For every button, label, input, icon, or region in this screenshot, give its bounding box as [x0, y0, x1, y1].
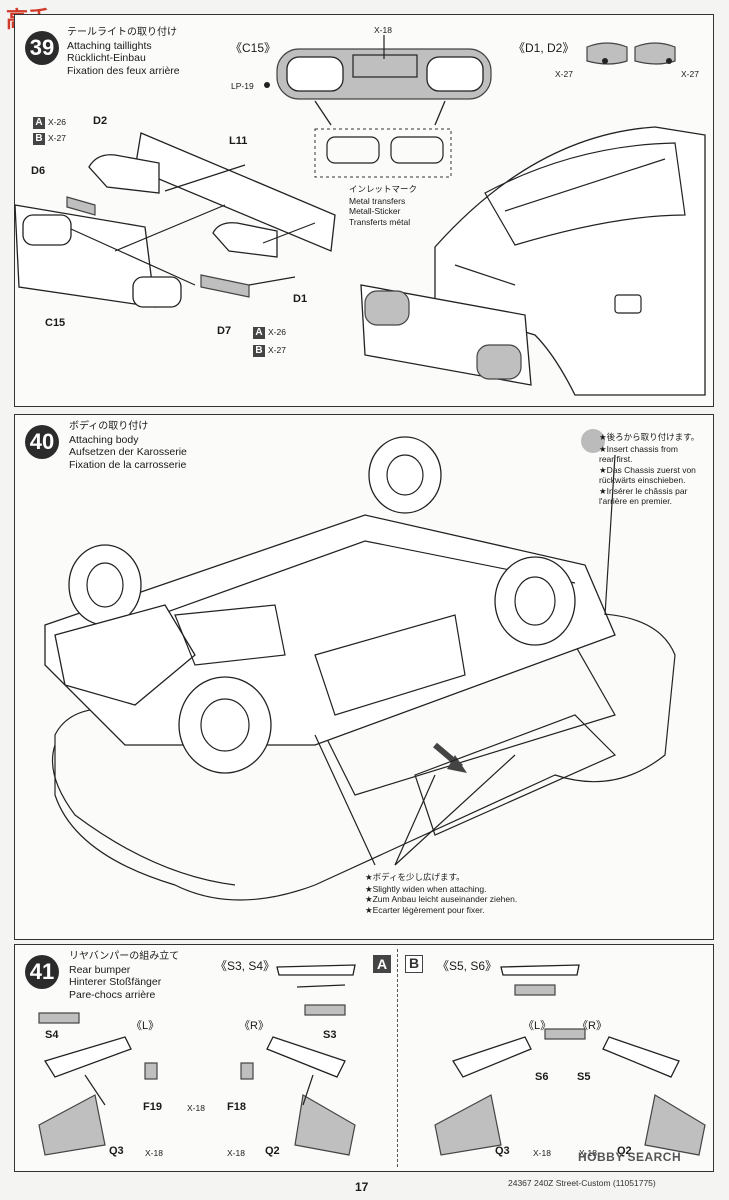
step-39-panel: 39 テールライトの取り付け Attaching taillights Rück… [14, 14, 714, 407]
step-39-title-fr: Fixation des feux arrière [67, 64, 180, 77]
s3s4-view-label: 《S3, S4》 [215, 959, 276, 973]
step-41-title-en: Rear bumper [69, 963, 131, 976]
step-40-title-en: Attaching body [69, 433, 139, 446]
step-39-title: テールライトの取り付け Attaching taillights Rücklic… [67, 27, 180, 77]
transfers-en: Metal transfers [349, 195, 406, 206]
step-40-title: ボディの取り付け Attaching body Aufsetzen der Ka… [69, 421, 187, 471]
footer-product-code: 24367 240Z Street-Custom (11051775) [508, 1178, 656, 1188]
step-40-number: 40 [25, 425, 59, 459]
step-39-title-en: Attaching taillights [67, 39, 152, 52]
taillight-panel-c15-drawing [14, 35, 706, 396]
q2-x18-label: X-18 [227, 1148, 245, 1158]
part-f18-label: F18 [227, 1101, 246, 1113]
part-s4-label: S4 [45, 1029, 59, 1041]
step-41-title: リヤバンパーの組み立て Rear bumper Hinterer Stoßfän… [69, 951, 179, 1001]
part-d6-label: D6 [31, 165, 46, 177]
metal-transfers-note: インレットマーク Metal transfers Metall-Sticker … [349, 185, 417, 227]
part-s3-label: S3 [323, 1029, 337, 1041]
part-l11-label: L11 [229, 135, 248, 147]
part-s6-label: S6 [535, 1071, 549, 1083]
right-q2-x18-label: X-18 [579, 1148, 597, 1158]
part-d1-label: D1 [293, 293, 308, 305]
x27-label-a: X-27 [555, 69, 573, 79]
step-41-panel: 41 リヤバンパーの組み立て Rear bumper Hinterer Stoß… [14, 944, 714, 1172]
step-40-panel: 40 ボディの取り付け Attaching body Aufsetzen der… [14, 414, 714, 940]
step-39-title-de: Rücklicht-Einbau [67, 52, 146, 64]
step-41-title-jp: リヤバンパーの組み立て [69, 951, 180, 962]
step-41-title-fr: Pare-chocs arrière [69, 988, 156, 1001]
step-41-divider [397, 949, 398, 1167]
variant-a-box: A [373, 955, 391, 973]
right-side-label-l: 《L》 [523, 1020, 552, 1032]
transfers-de: Metall-Sticker [349, 206, 401, 216]
step-40-title-fr: Fixation de la carrosserie [69, 458, 187, 471]
part-q2-label: Q2 [265, 1145, 280, 1157]
transfers-jp: インレットマーク [349, 185, 418, 195]
step-40-note-top: ★後ろから取り付けます。 ★Insert chassis from rear f… [599, 433, 700, 506]
part-f19-label: F19 [143, 1101, 162, 1113]
step-41-number: 41 [25, 955, 59, 989]
part-c15-label: C15 [45, 317, 66, 329]
part-d7-label: D7 [217, 325, 232, 337]
q3-x18-label: X-18 [145, 1148, 163, 1158]
f19-x18-label: X-18 [187, 1103, 205, 1113]
variant-b-box: B [405, 955, 423, 973]
right-q2-label: Q2 [617, 1145, 632, 1157]
page-number: 17 [355, 1180, 369, 1194]
s5s6-view-label: 《S5, S6》 [437, 959, 498, 973]
x27-label-b: X-27 [681, 69, 699, 79]
part-q3-label: Q3 [109, 1145, 124, 1157]
footer-site-watermark: HOBBY SEARCH [578, 1150, 682, 1164]
c15-view-label: 《C15》 [230, 41, 277, 55]
left-side-label-l: 《L》 [131, 1020, 160, 1032]
right-q3-label: Q3 [495, 1145, 510, 1157]
lp19-label: LP-19 [231, 81, 254, 91]
transfers-fr: Transferts métal [349, 216, 411, 227]
right-q3-x18-label: X-18 [533, 1148, 551, 1158]
step-41-title-de: Hinterer Stoßfänger [69, 976, 162, 988]
chassis-body-drawing [44, 436, 676, 901]
left-side-label-r: 《R》 [239, 1020, 269, 1032]
d1d2-view-label: 《D1, D2》 [513, 41, 575, 55]
note-marker-dot [581, 429, 605, 453]
x18-label: X-18 [374, 25, 392, 35]
part-d2-label: D2 [93, 115, 108, 127]
step-39-number: 39 [25, 31, 59, 65]
step-40-title-de: Aufsetzen der Karosserie [69, 446, 187, 458]
step-40-note-bottom: ★ボディを少し広げます。 ★Slightly widen when attach… [365, 873, 518, 915]
part-s5-label: S5 [577, 1071, 591, 1083]
step-39-title-jp: テールライトの取り付け [67, 27, 177, 38]
step-40-title-jp: ボディの取り付け [69, 421, 149, 432]
rear-bumper-drawing [38, 964, 706, 1156]
